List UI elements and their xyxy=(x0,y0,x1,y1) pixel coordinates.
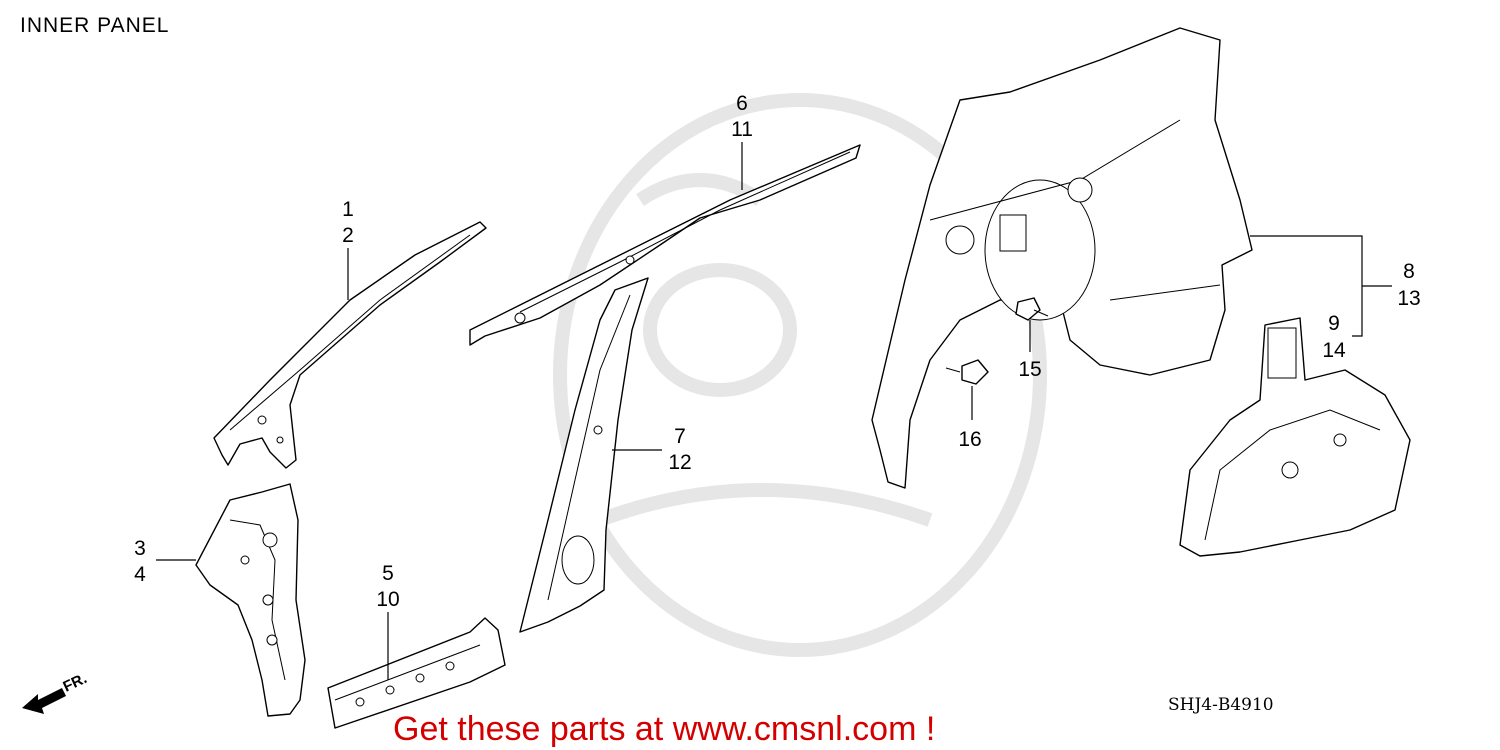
callout-number: 15 xyxy=(1018,358,1041,381)
callout-1-2[interactable]: 1 2 xyxy=(342,198,354,247)
part-a-pillar-lower[interactable] xyxy=(195,483,306,717)
part-b-pillar[interactable] xyxy=(519,277,649,633)
callout-number: 6 xyxy=(736,92,748,115)
callout-number: 4 xyxy=(134,563,146,586)
bolt-15[interactable] xyxy=(1015,297,1049,321)
page-title: INNER PANEL xyxy=(20,14,170,37)
callout-6-11[interactable]: 6 11 xyxy=(731,92,753,141)
callout-number: 5 xyxy=(382,562,394,585)
part-side-sill[interactable] xyxy=(327,617,506,729)
callout-8-13[interactable]: 8 13 xyxy=(1397,260,1420,310)
callout-9-14[interactable]: 9 14 xyxy=(1322,312,1346,362)
promo-link[interactable]: Get these parts at www.cmsnl.com ! xyxy=(393,710,935,748)
callout-number: 7 xyxy=(674,425,686,448)
callout-number: 11 xyxy=(731,118,753,141)
leader-lines xyxy=(156,142,1392,680)
part-quarter-inner[interactable] xyxy=(871,27,1253,489)
callout-number: 8 xyxy=(1403,260,1415,283)
front-marker-label: FR. xyxy=(61,670,90,696)
callout-15[interactable]: 15 xyxy=(1018,358,1041,381)
callout-number: 12 xyxy=(668,451,691,474)
front-arrow-icon: FR. xyxy=(22,670,90,714)
part-roof-rail[interactable] xyxy=(469,144,861,346)
callout-7-12[interactable]: 7 12 xyxy=(668,425,691,474)
part-a-pillar-upper[interactable] xyxy=(213,221,487,469)
part-wheelhouse[interactable] xyxy=(1179,317,1411,557)
bolt-16[interactable] xyxy=(945,359,989,385)
callout-number: 3 xyxy=(134,537,146,560)
callout-number: 14 xyxy=(1322,339,1346,362)
callout-number: 16 xyxy=(958,428,981,451)
callout-number: 1 xyxy=(342,198,354,221)
callout-number: 9 xyxy=(1328,312,1340,335)
callout-5-10[interactable]: 5 10 xyxy=(376,562,399,611)
callout-number: 2 xyxy=(342,224,354,247)
callout-16[interactable]: 16 xyxy=(958,428,981,451)
callout-number: 13 xyxy=(1397,287,1420,310)
diagram-code: SHJ4-B4910 xyxy=(1168,695,1274,715)
callout-3-4[interactable]: 3 4 xyxy=(134,537,146,586)
callout-number: 10 xyxy=(376,588,399,611)
